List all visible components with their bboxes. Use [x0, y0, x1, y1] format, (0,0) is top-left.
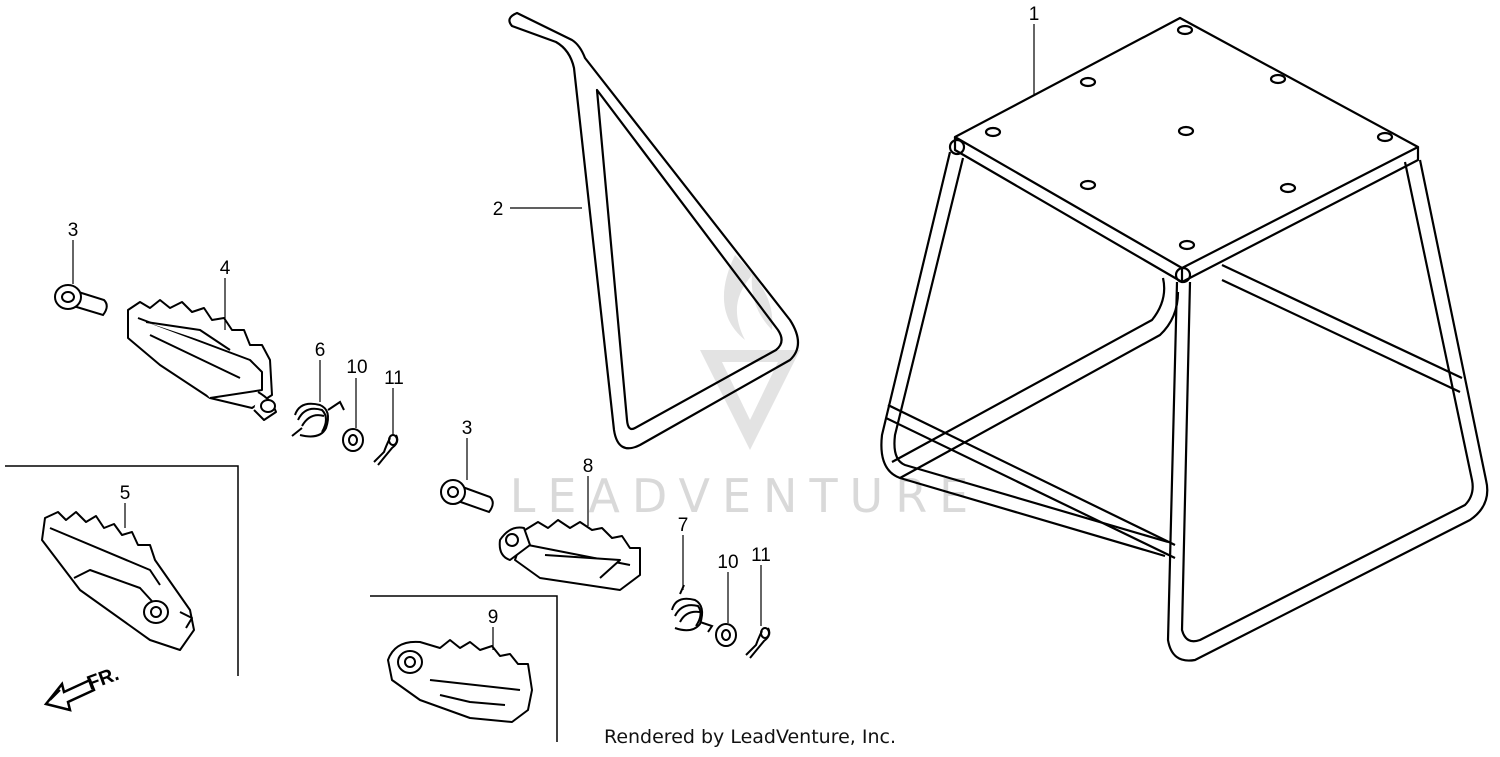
inset-frame-left: [5, 465, 239, 676]
callout-6: 6: [315, 340, 326, 361]
footer-credit-text: Rendered by LeadVenture, Inc.: [603, 726, 897, 748]
washer-part-10-lower: [715, 623, 737, 647]
spring-part-6: [291, 400, 345, 438]
front-direction-arrow-icon: FR.: [43, 663, 122, 712]
callout-3-upper: 3: [68, 220, 79, 241]
callout-10-upper: 10: [346, 357, 367, 378]
callout-1: 1: [1029, 4, 1040, 25]
callout-5: 5: [120, 483, 131, 504]
watermark-logo-icon: [700, 255, 800, 450]
footpeg-part-9: [387, 639, 533, 723]
pin-part-3-lower: [440, 479, 494, 514]
callout-2: 2: [493, 199, 504, 220]
callout-8: 8: [583, 456, 594, 477]
callout-labels: 1 2 3 4 6 10 11 5 3 8 7 10 11 9: [68, 4, 1040, 628]
plate-bolts: [984, 24, 1394, 251]
pin-part-3-upper: [54, 284, 108, 317]
callout-10-lower: 10: [717, 552, 738, 573]
stand-part-1: [880, 16, 1489, 662]
footpeg-part-4: [127, 299, 277, 421]
footer-credit: Rendered by LeadVenture, Inc.: [0, 726, 1500, 748]
footpeg-part-5: [41, 511, 195, 651]
callout-11-upper: 11: [384, 368, 404, 389]
callout-3-lower: 3: [462, 418, 473, 439]
callout-7: 7: [678, 515, 689, 536]
front-direction-label: FR.: [84, 663, 122, 695]
cotter-pin-part-11-lower: [745, 627, 771, 659]
callout-11-lower: 11: [751, 545, 771, 566]
footpeg-part-8: [498, 519, 641, 591]
side-stand-part-2: [508, 11, 800, 450]
callout-9: 9: [488, 607, 499, 628]
leader-lines: [72, 24, 1035, 650]
inset-frame-center: [370, 595, 558, 742]
washer-part-10-upper: [342, 428, 364, 452]
watermark-text: LEADVENTURE: [510, 469, 981, 523]
callout-4: 4: [220, 258, 231, 279]
cotter-pin-part-11-upper: [373, 434, 399, 466]
spring-part-7: [671, 584, 714, 633]
watermark: LEADVENTURE: [510, 255, 981, 523]
